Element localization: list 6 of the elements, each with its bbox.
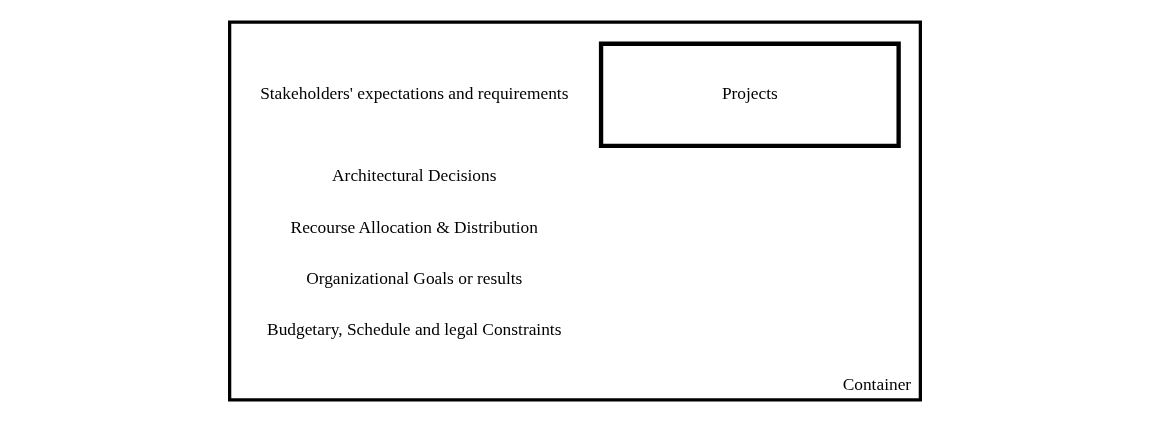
- label: Architectural Decisions: [332, 165, 497, 185]
- label: Recourse Allocation & Distribution: [290, 217, 538, 236]
- label: Budgetary, Schedule and legal Constraints: [267, 319, 562, 339]
- node-box: Projects: [598, 41, 901, 148]
- label: Stakeholders' expectations and requirements: [260, 83, 569, 103]
- label: Organizational Goals or results: [306, 268, 523, 288]
